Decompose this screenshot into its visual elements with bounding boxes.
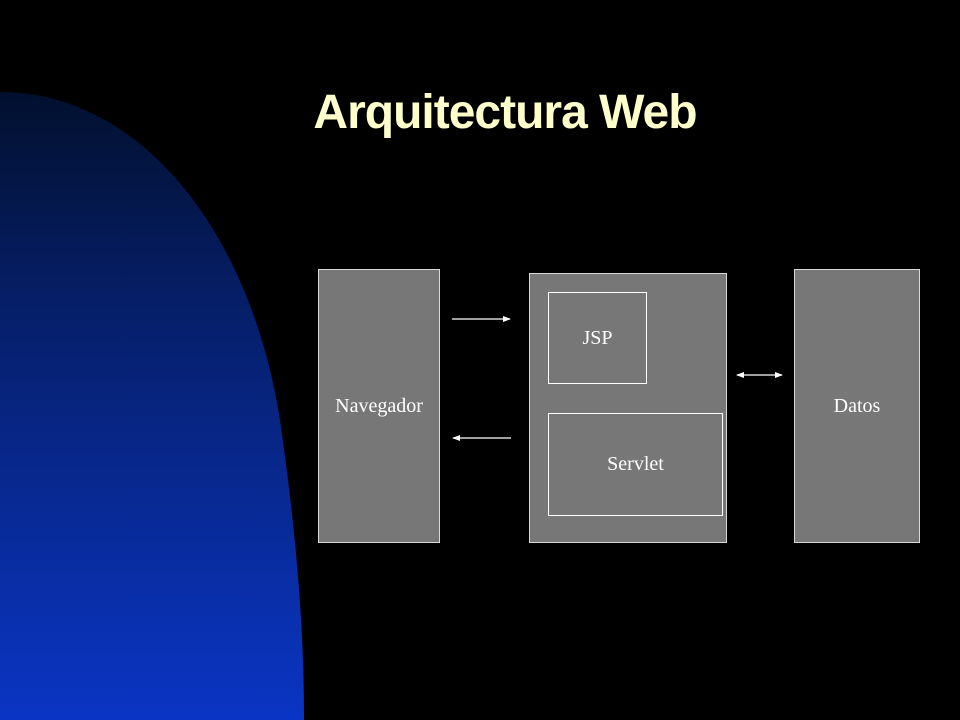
navegador-label: Navegador — [335, 394, 423, 417]
jsp-label: JSP — [582, 326, 613, 349]
servlet-box: Servlet — [548, 413, 723, 516]
datos-label: Datos — [833, 394, 881, 417]
servlet-label: Servlet — [607, 453, 664, 475]
slide-title: Arquitectura Web — [313, 86, 697, 139]
jsp-box: JSP — [548, 292, 647, 384]
datos-box: Datos — [794, 269, 920, 543]
navegador-box: Navegador — [318, 269, 440, 543]
